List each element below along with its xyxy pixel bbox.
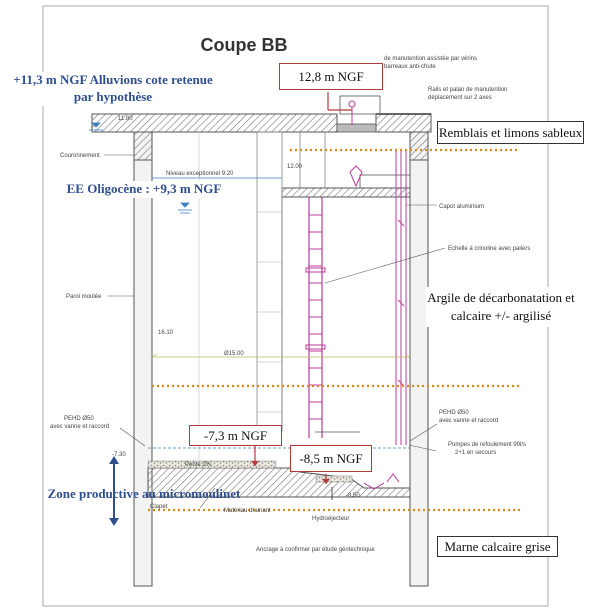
level-markers: [251, 92, 352, 484]
label-couronnement: Couronnement: [60, 153, 100, 159]
label-dim-12: 12.00: [287, 164, 303, 170]
level-minus-8-5-label: -8,5 m NGF: [290, 445, 372, 472]
alluvions-callout: +11,3 m NGF Alluvions cote retenue par h…: [8, 72, 218, 106]
label-pehd-left-sub: avec vanne et raccord: [50, 424, 109, 430]
label-niveau-exceptionnel: Niveau exceptionnel 9.20: [166, 171, 234, 177]
label-ancrage: Ancrage à confirmer par étude géotechniq…: [256, 547, 375, 553]
label-level-bottom: -8.50: [346, 493, 360, 499]
label-deplacement: déplacement sur 2 axes: [428, 95, 492, 101]
stratigraphy-lines: [148, 148, 520, 512]
label-barreaux: barreaux anti-chute: [384, 64, 436, 70]
level-minus-7-3-label: -7,3 m NGF: [189, 425, 282, 446]
label-pehd-right-sub: avec vanne et raccord: [439, 418, 498, 424]
intermediate-platform: [281, 174, 411, 430]
hoist-gantry: [339, 95, 381, 188]
label-pompes-sub: 2+1 en secours: [455, 450, 496, 456]
label-materiau: Matériau drainant: [224, 508, 271, 514]
label-pompes: Pompes de refoulement 90l/s: [448, 442, 526, 448]
label-level-top: 11.80: [118, 116, 133, 122]
productive-zone-arrow: [109, 456, 119, 526]
top-ngf-label: 12,8 m NGF: [279, 63, 383, 90]
label-paroi: Paroi moulée: [66, 294, 102, 300]
zone-productive-callout: Zone productive au micromoulinet: [47, 486, 241, 501]
label-dim-16: 16.10: [158, 330, 174, 336]
crinoline-ladder: [305, 197, 326, 438]
pump-rising-mains: [395, 150, 407, 445]
argile-layer-label: Argile de décarbonatation et calcaire +/…: [426, 287, 576, 327]
label-manutention: de manutention assistée par vérins: [384, 56, 477, 62]
label-pehd-right: PEHD Ø50: [439, 410, 469, 416]
ground-slab: [91, 113, 432, 133]
remblais-layer-label: Remblais et limons sableux: [437, 121, 584, 144]
drawing-annotations: de manutention assistée par vérins barre…: [50, 56, 530, 553]
marne-layer-label: Marne calcaire grise: [437, 536, 558, 557]
label-diameter: Ø15.00: [224, 351, 244, 357]
label-pente: Pente 2%: [185, 462, 212, 468]
label-pehd-left: PEHD Ø50: [64, 416, 94, 422]
ee-oligocene-callout: EE Oligocène : +9,3 m NGF: [58, 181, 230, 198]
drawing-title: Coupe BB: [201, 35, 288, 55]
diaphragm-walls: [133, 131, 429, 587]
label-capot: Capot aluminium: [439, 204, 484, 210]
label-clapet: Clapet: [150, 504, 168, 510]
label-rails: Rails et palan de manutention: [428, 87, 507, 93]
leader-lines: [104, 154, 446, 509]
label-echelle: Echelle à crinoline avec paliers: [448, 246, 530, 252]
label-hydroejecteur: Hydroéjecteur: [312, 516, 349, 522]
water-level-lines: [89, 122, 410, 449]
label-level-left: -7.30: [112, 452, 126, 458]
